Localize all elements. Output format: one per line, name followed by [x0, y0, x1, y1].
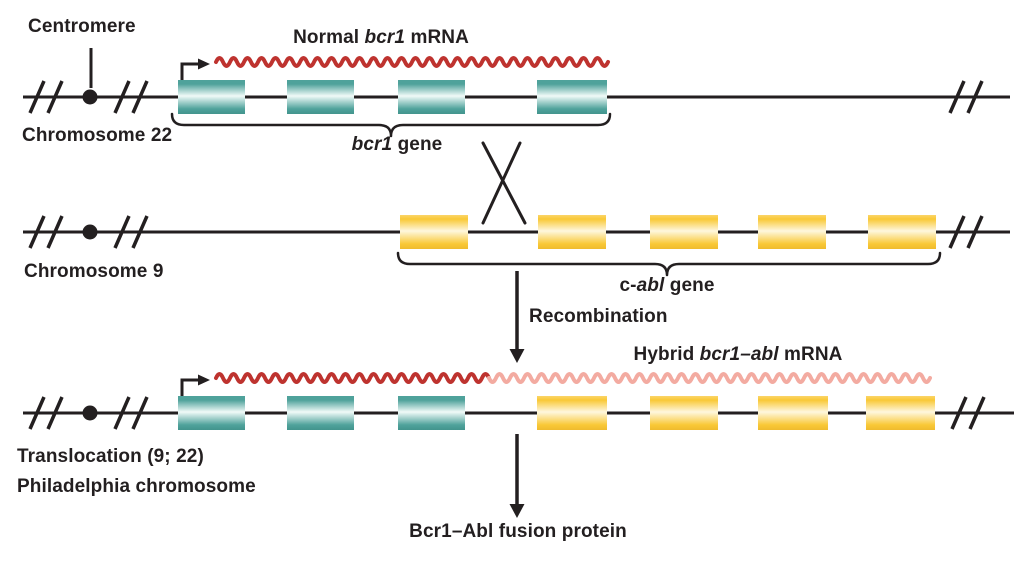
break-slashes: [28, 396, 986, 430]
cabl-gene-brace: [396, 251, 942, 277]
exon-box-yellow: [650, 215, 718, 249]
chromosome-9-row: [23, 215, 1010, 277]
promoter-arrow-icon: [180, 378, 198, 398]
exon-box-teal: [398, 396, 465, 430]
exon-box-teal: [178, 396, 245, 430]
exon-box-teal: [178, 80, 245, 114]
philadelphia-row: [23, 372, 1014, 430]
chromosome-9-label: Chromosome 9: [24, 261, 164, 282]
promoter-arrowhead: [198, 374, 210, 386]
exon-box-teal: [287, 396, 354, 430]
centromere-dot: [82, 224, 98, 240]
recombination-label: Recombination: [529, 306, 668, 327]
exon-box-teal: [398, 80, 465, 114]
hybrid-mrna-italic: bcr1–abl: [699, 344, 779, 365]
hybrid-mrna-label: Hybrid bcr1–abl mRNA: [634, 344, 843, 366]
break-slashes: [28, 215, 984, 249]
centromere-dot: [82, 405, 98, 421]
fusion-protein-label: Bcr1–Abl fusion protein: [409, 521, 627, 542]
centromere-dot: [82, 89, 98, 105]
cabl-gene-post: gene: [664, 275, 715, 296]
exon-box-yellow: [868, 215, 936, 249]
crossover-x-icon: [481, 141, 527, 225]
exon-box-yellow: [758, 215, 826, 249]
recombination-arrow: [509, 271, 525, 363]
mrna-wave-pink-hybrid: [487, 372, 932, 384]
exon-box-yellow: [538, 215, 606, 249]
normal-mrna-italic: bcr1: [364, 27, 406, 48]
exon-box-yellow: [400, 215, 468, 249]
normal-mrna-label: Normal bcr1 mRNA: [293, 27, 469, 49]
hybrid-mrna-post: mRNA: [778, 344, 843, 365]
arrow-head: [509, 504, 525, 518]
exon-box-yellow: [537, 396, 607, 430]
bcr1-gene-italic: bcr1: [351, 134, 393, 155]
bcr1-gene-brace: [170, 112, 612, 138]
mrna-wave-red: [214, 56, 610, 68]
chromosome-22-label: Chromosome 22: [22, 125, 173, 146]
normal-mrna-pre: Normal: [293, 27, 365, 48]
hybrid-mrna-pre: Hybrid: [633, 344, 700, 365]
exon-box-yellow: [866, 396, 935, 430]
centromere-label: Centromere: [28, 16, 136, 37]
normal-mrna-post: mRNA: [405, 27, 469, 48]
cabl-gene-pre: c-: [619, 275, 637, 296]
translocation-label: Translocation (9; 22): [17, 446, 204, 467]
bcr1-gene-label: bcr1 gene: [352, 134, 443, 156]
exon-box-teal: [537, 80, 607, 114]
chromosome-22-row: [23, 48, 1010, 138]
break-slashes: [28, 80, 984, 114]
fusion-arrow: [509, 434, 525, 518]
bcr1-gene-post: gene: [392, 134, 443, 155]
cabl-gene-label: c-abl gene: [620, 275, 715, 297]
arrow-head: [509, 349, 525, 363]
exon-box-teal: [287, 80, 354, 114]
promoter-arrow-icon: [180, 62, 198, 82]
exon-box-yellow: [650, 396, 718, 430]
cabl-gene-italic: abl: [636, 275, 665, 296]
exon-box-yellow: [758, 396, 828, 430]
mrna-wave-red-hybrid: [214, 372, 491, 384]
philadelphia-label: Philadelphia chromosome: [17, 476, 256, 497]
promoter-arrowhead: [198, 58, 210, 70]
